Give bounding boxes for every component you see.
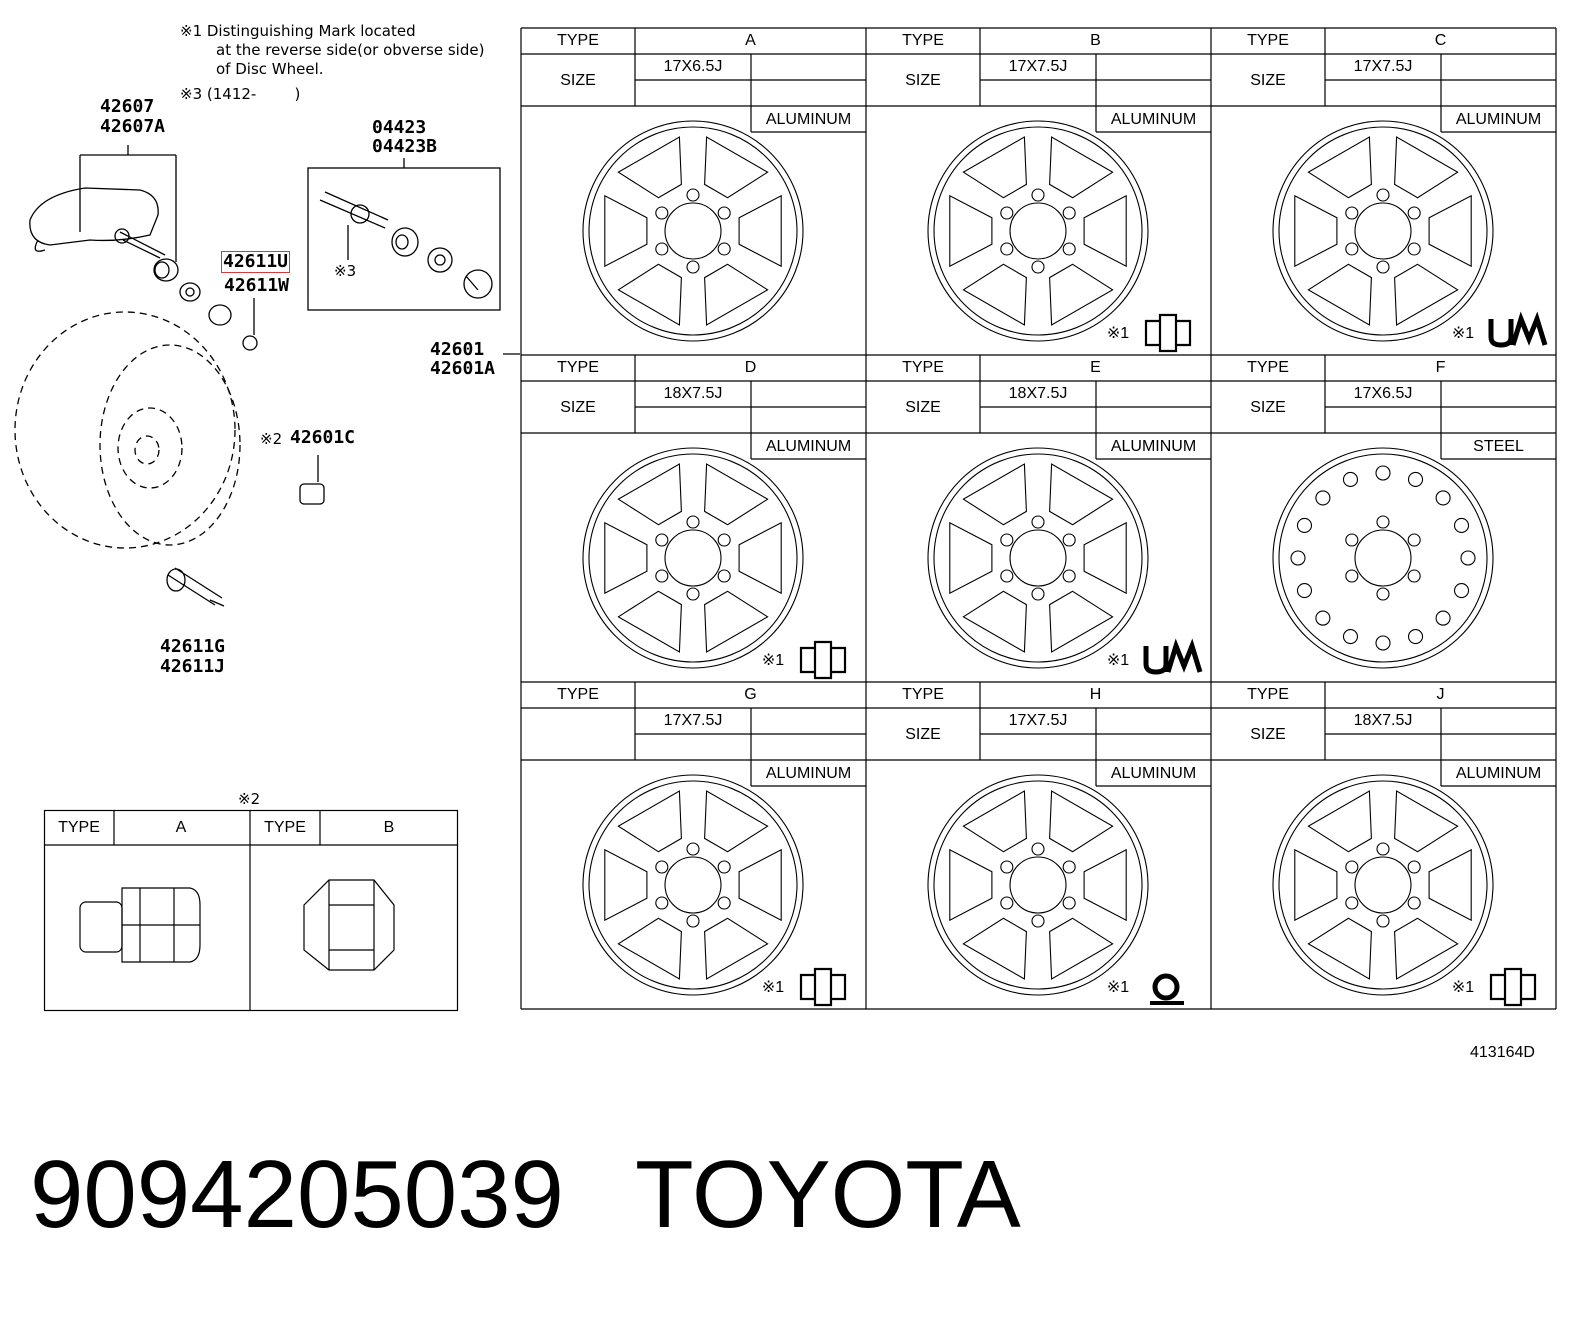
wheel-size-d: 18X7.5J — [663, 385, 723, 402]
part-number-42601a[interactable]: 42601A — [430, 358, 496, 379]
nut-table-type-label-b: TYPE — [264, 819, 306, 836]
wheel-size-label: SIZE — [560, 399, 596, 416]
wheel-material-f: STEEL — [1473, 438, 1524, 455]
wheel-size-label: SIZE — [1250, 72, 1286, 89]
mark2-callout: ※2 — [260, 430, 283, 448]
wheel-size-label: SIZE — [905, 399, 941, 416]
wheel-type-b: B — [1090, 32, 1101, 49]
diagram-id: 413164D — [1470, 1044, 1535, 1061]
wheel-type-label: TYPE — [1247, 359, 1289, 376]
wheel-type-label: TYPE — [902, 359, 944, 376]
wheel-material-d: ALUMINUM — [765, 438, 852, 455]
wheel-size-e: 18X7.5J — [1008, 385, 1068, 402]
wheel-type-g: G — [744, 686, 757, 703]
part-number-42611w[interactable]: 42611W — [224, 275, 290, 296]
wheel-type-c: C — [1434, 32, 1447, 49]
note-mark1-line3: of Disc Wheel. — [216, 60, 324, 78]
part-number-42611g[interactable]: 42611G — [160, 636, 226, 657]
wheel-type-label: TYPE — [557, 686, 599, 703]
part-number-42607a[interactable]: 42607A — [100, 116, 166, 137]
wheel-type-j: J — [1436, 686, 1445, 703]
wheel-type-d: D — [744, 359, 757, 376]
wheel-material-e: ALUMINUM — [1110, 438, 1197, 455]
mark1-label-j: ※1 — [1451, 979, 1475, 996]
wheel-type-label: TYPE — [902, 686, 944, 703]
wheel-size-label: SIZE — [905, 726, 941, 743]
caption-brand: TOYOTA — [635, 1141, 1021, 1248]
nut-table-type-a: A — [175, 819, 187, 836]
wheel-material-a: ALUMINUM — [765, 111, 852, 128]
note-mark1-line1: ※1 Distinguishing Mark located — [180, 22, 416, 40]
exploded-view-drawing — [14, 145, 520, 607]
um-mark-icon-c — [1488, 311, 1548, 348]
q-mark-icon-h — [1150, 973, 1184, 1005]
wheel-size-f: 17X6.5J — [1353, 385, 1413, 402]
valve-mark-icon-d — [799, 640, 847, 680]
wheel-type-label: TYPE — [557, 32, 599, 49]
wheel-drawing-g — [582, 774, 804, 996]
wheel-size-label: SIZE — [1250, 726, 1286, 743]
wheel-type-f: F — [1435, 359, 1446, 376]
wheel-drawing-b — [927, 120, 1149, 342]
wheel-size-c: 17X7.5J — [1353, 58, 1413, 75]
nut-table-title: ※2 — [238, 790, 261, 808]
part-number-42611u-highlighted[interactable]: 42611U — [221, 251, 291, 273]
wheel-size-label: SIZE — [1250, 399, 1286, 416]
wheel-size-h: 17X7.5J — [1008, 712, 1068, 729]
part-number-42601c[interactable]: 42601C — [290, 427, 356, 448]
nut-table-type-label-a: TYPE — [58, 819, 100, 836]
wheel-material-g: ALUMINUM — [765, 765, 852, 782]
part-number-42601[interactable]: 42601 — [430, 339, 485, 360]
wheel-drawing-f — [1272, 447, 1494, 669]
wheel-material-c: ALUMINUM — [1455, 111, 1542, 128]
wheel-drawing-j — [1272, 774, 1494, 996]
wheel-material-h: ALUMINUM — [1110, 765, 1197, 782]
wheel-type-e: E — [1090, 359, 1101, 376]
wheel-size-b: 17X7.5J — [1008, 58, 1068, 75]
wheel-drawing-d — [582, 447, 804, 669]
part-number-04423[interactable]: 04423 — [372, 117, 427, 138]
part-number-42607[interactable]: 42607 — [100, 96, 155, 117]
wheel-size-label: SIZE — [905, 72, 941, 89]
wheel-type-label: TYPE — [1247, 686, 1289, 703]
wheel-drawing-a — [582, 120, 804, 342]
wheel-type-h: H — [1089, 686, 1102, 703]
wheel-type-label: TYPE — [902, 32, 944, 49]
wheel-drawing-c — [1272, 120, 1494, 342]
caption-part-number: 9094205039 — [30, 1141, 564, 1248]
wheel-type-a: A — [745, 32, 756, 49]
mark1-label-g: ※1 — [761, 979, 785, 996]
valve-mark-icon-j — [1489, 967, 1537, 1007]
mark1-label-h: ※1 — [1106, 979, 1130, 996]
wheel-type-label: TYPE — [557, 359, 599, 376]
wheel-material-j: ALUMINUM — [1455, 765, 1542, 782]
mark3-callout: ※3 — [334, 262, 357, 280]
valve-mark-icon-g — [799, 967, 847, 1007]
note-mark1-line2: at the reverse side(or obverse side) — [216, 41, 485, 59]
part-number-04423b[interactable]: 04423B — [372, 136, 438, 157]
wheel-drawing-e — [927, 447, 1149, 669]
lug-nut-type-table — [43, 809, 459, 1012]
mark1-label-d: ※1 — [761, 652, 785, 669]
wheel-size-a: 17X6.5J — [663, 58, 723, 75]
wheel-size-g: 17X7.5J — [663, 712, 723, 729]
wheel-grid-lines — [520, 27, 1557, 1010]
note-mark3: ※3 (1412- ) — [180, 85, 301, 103]
wheel-drawing-h — [927, 774, 1149, 996]
um-mark-icon-e — [1143, 638, 1203, 675]
mark1-label-e: ※1 — [1106, 652, 1130, 669]
wheel-type-label: TYPE — [1247, 32, 1289, 49]
wheel-size-j: 18X7.5J — [1353, 712, 1413, 729]
wheel-size-label: SIZE — [560, 72, 596, 89]
part-number-42611j[interactable]: 42611J — [160, 656, 226, 677]
mark1-label-c: ※1 — [1451, 325, 1475, 342]
wheel-type-grid: TYPE A SIZE 17X6.5J ALUMINUM TYPE B SIZE 17X7.5J… — [520, 27, 1557, 1010]
valve-mark-icon-b — [1144, 313, 1192, 353]
wheel-material-b: ALUMINUM — [1110, 111, 1197, 128]
mark1-label-b: ※1 — [1106, 325, 1130, 342]
nut-table-type-b: B — [383, 819, 395, 836]
